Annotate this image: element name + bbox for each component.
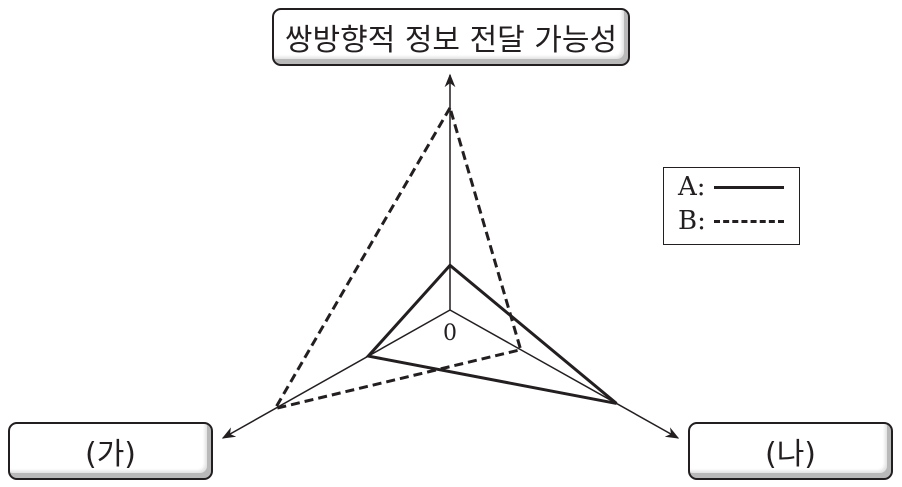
legend-solid-line	[713, 185, 784, 189]
series-b-polygon	[272, 104, 523, 411]
axis-line-2	[449, 309, 680, 439]
axis-line-1	[221, 309, 451, 439]
axis-label-right: (나)	[688, 422, 893, 480]
axis-label-text: 쌍방향적 정보 전달 가능성	[284, 23, 618, 58]
axis-label-left: (가)	[8, 422, 213, 480]
axis-label-text: (가)	[84, 437, 136, 472]
legend-label: B:	[678, 206, 706, 236]
legend-label: A:	[678, 172, 706, 202]
axis-label-text: (나)	[764, 437, 816, 472]
series-a-polygon	[365, 263, 618, 405]
legend-entry-b: B:	[678, 206, 784, 236]
legend-entry-a: A:	[678, 172, 784, 202]
legend: A: B:	[663, 167, 800, 245]
axis-label-top: 쌍방향적 정보 전달 가능성	[272, 8, 630, 66]
legend-dashed-line	[713, 219, 784, 223]
origin-label: 0	[443, 321, 457, 346]
